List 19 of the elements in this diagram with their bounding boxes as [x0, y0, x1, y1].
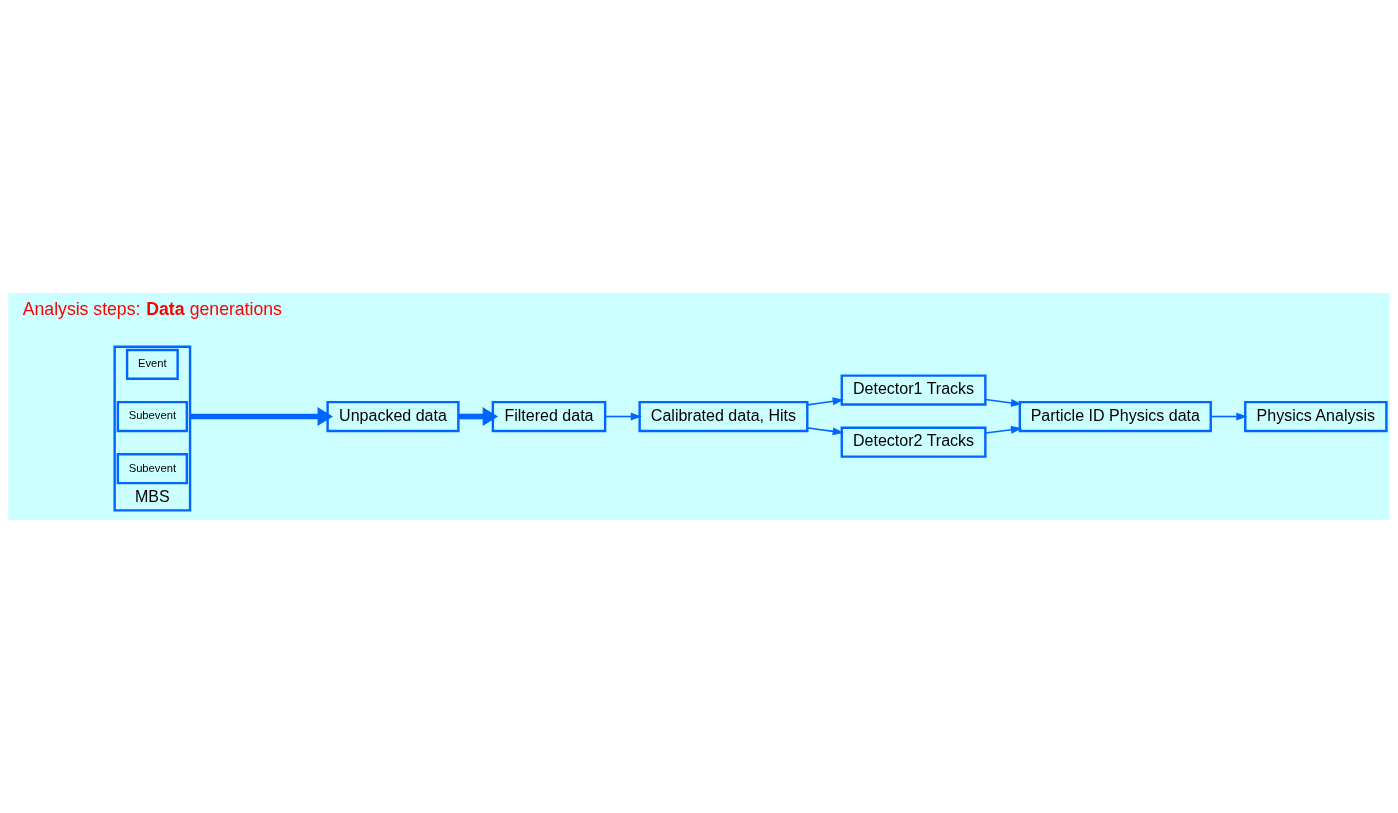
node-box: Particle ID Physics data: [1018, 400, 1212, 433]
node-box: Detector2 Tracks: [840, 426, 987, 458]
arrow: [458, 407, 499, 426]
node-box: Event: [125, 348, 179, 381]
arrow: [190, 407, 333, 426]
arrow: [806, 427, 844, 436]
label: Analysis steps: Data generations: [22, 299, 282, 320]
node-box: Subevent: [116, 453, 189, 485]
node-box: Calibrated data, Hits: [638, 400, 809, 433]
node-box: Physics Analysis: [1244, 400, 1388, 433]
arrow: [806, 397, 844, 406]
arrow: [604, 412, 642, 421]
arrow: [984, 425, 1023, 434]
arrow: [984, 398, 1023, 407]
node-box: Subevent: [116, 400, 189, 433]
arrow: [1210, 412, 1248, 421]
node-box: Filtered data: [491, 400, 607, 433]
node-box: Detector1 Tracks: [840, 374, 987, 406]
node-box: Unpacked data: [326, 400, 460, 433]
